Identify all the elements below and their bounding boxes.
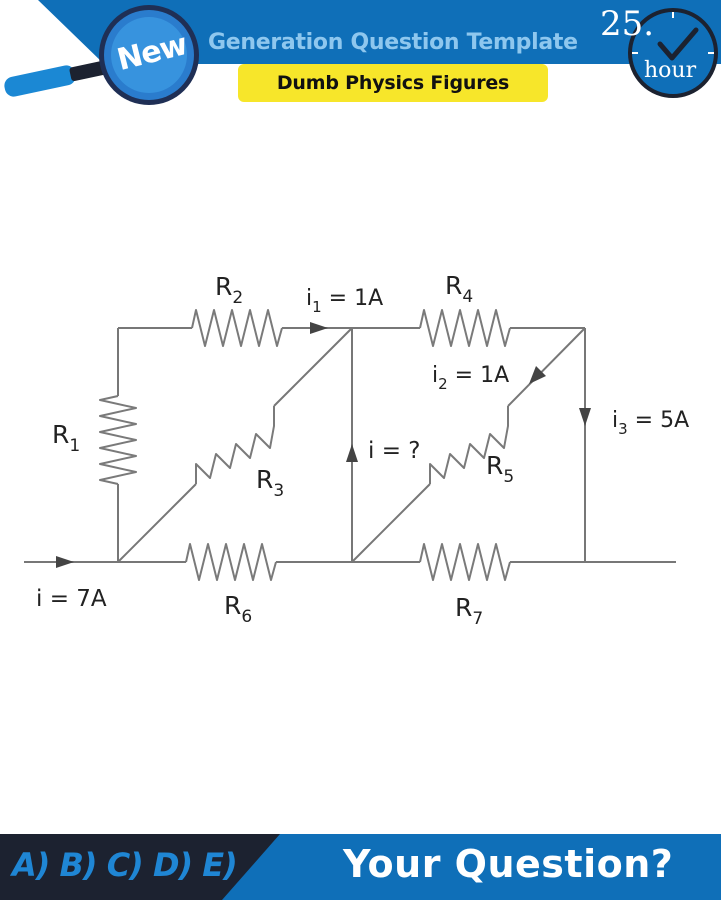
resistor-r7 — [419, 543, 511, 581]
clock-unit: hour — [644, 58, 697, 83]
your-question-label: Your Question? — [343, 842, 674, 886]
header-banner — [4, 0, 721, 97]
clock-number: 25. — [600, 4, 655, 44]
arrow-input-icon — [56, 556, 74, 568]
resistor-r5 — [429, 406, 509, 484]
resistor-r3 — [195, 406, 275, 484]
label-current-i3: i3 = 5A — [612, 408, 689, 438]
label-current-i2: i2 = 1A — [432, 363, 509, 393]
label-r2: R2 — [215, 272, 243, 308]
arrow-i2-icon — [529, 366, 546, 384]
label-r6: R6 — [224, 591, 252, 627]
footer-banner — [0, 834, 721, 900]
clock-icon — [628, 8, 718, 98]
resistor-r6 — [185, 543, 277, 581]
resistor-r1 — [99, 395, 137, 485]
label-current-i1: i1 = 1A — [306, 286, 383, 316]
arrow-i3-icon — [579, 408, 591, 426]
arrow-i-unknown-icon — [346, 444, 358, 462]
label-current-unknown: i = ? — [368, 438, 421, 464]
arrow-i1-icon — [310, 322, 328, 334]
subtitle-text: Dumb Physics Figures — [276, 72, 510, 94]
label-current-input: i = 7A — [36, 586, 107, 612]
resistor-r4 — [419, 309, 511, 347]
wires — [24, 327, 676, 563]
answer-options: A) B) C) D) E) — [12, 846, 238, 884]
resistor-r2 — [191, 309, 283, 347]
label-r7: R7 — [455, 593, 483, 629]
template-title: Generation Question Template — [208, 30, 578, 55]
label-r3: R3 — [256, 465, 284, 501]
magnifier-icon — [99, 5, 199, 105]
label-r5: R5 — [486, 451, 514, 487]
label-r4: R4 — [445, 271, 473, 307]
subtitle-badge: Dumb Physics Figures — [238, 64, 548, 102]
current-arrows — [56, 322, 591, 568]
label-r1: R1 — [52, 420, 80, 456]
